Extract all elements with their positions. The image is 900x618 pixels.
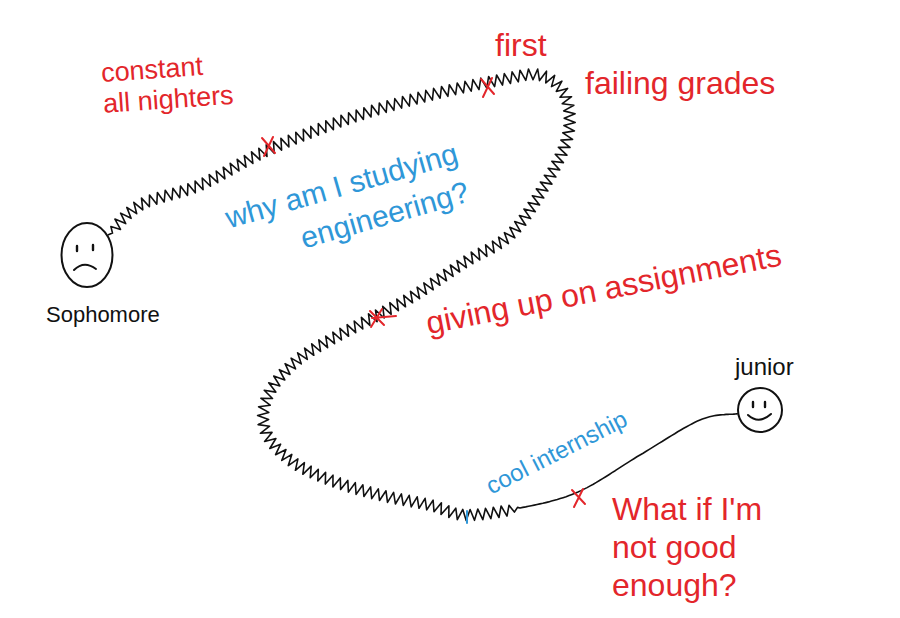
face-node: Sophomore xyxy=(60,222,114,288)
face-icon xyxy=(60,222,114,288)
face-icon xyxy=(737,387,783,433)
tick-mark xyxy=(466,511,468,523)
wrap-spacer xyxy=(220,46,277,81)
stress-note: first failing grades xyxy=(495,26,845,102)
cross-mark xyxy=(481,78,494,97)
milestone-label: cool internship xyxy=(481,405,632,500)
stress-note: giving up on assignments xyxy=(423,236,785,342)
stress-note: constant all nighters xyxy=(100,46,279,120)
cross-mark xyxy=(370,309,396,327)
stage-label: Sophomore xyxy=(46,302,160,328)
thought-note: why am I studying engineering? xyxy=(192,134,474,285)
cross-mark xyxy=(262,137,275,156)
wrap-spacer xyxy=(625,26,845,64)
face-node: junior xyxy=(737,387,783,433)
stage-label: junior xyxy=(735,353,794,381)
worry-note: What if I'm not good enough? xyxy=(612,490,784,604)
cross-mark xyxy=(572,489,585,507)
